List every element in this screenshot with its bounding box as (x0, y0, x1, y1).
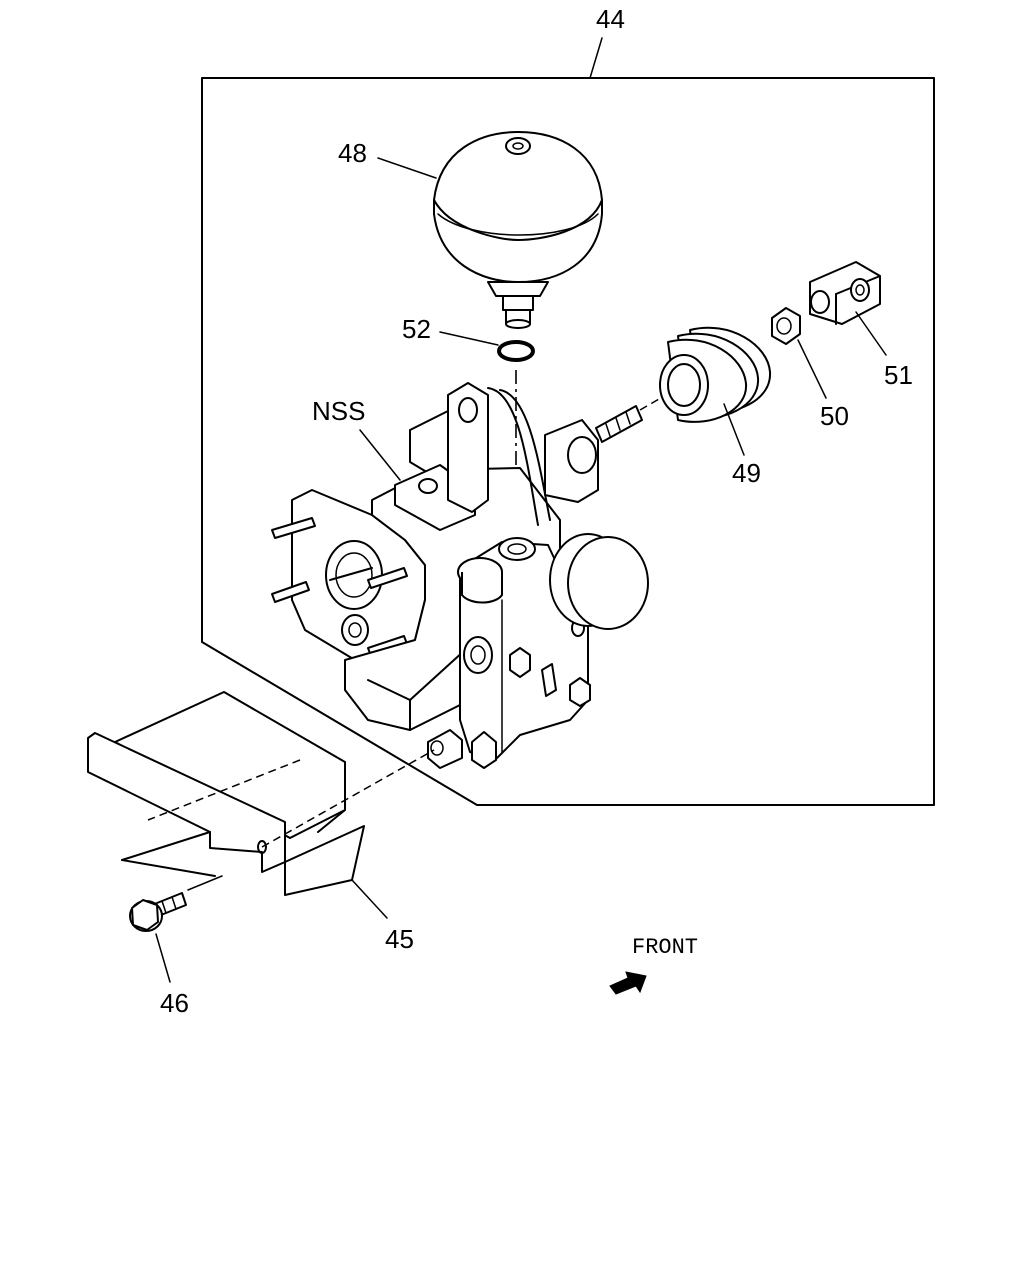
leader-nss (359, 429, 401, 481)
hydraulic-unit-body (271, 382, 649, 769)
callout-51: 51 (884, 360, 913, 390)
leader-52 (439, 331, 499, 346)
callout-nss: NSS (312, 396, 365, 426)
callout-48: 48 (338, 138, 367, 168)
callout-50: 50 (820, 401, 849, 431)
leader-49 (723, 403, 745, 456)
center-line-bolt (261, 749, 435, 848)
callout-49: 49 (732, 458, 761, 488)
front-label: FRONT (632, 935, 698, 960)
center-line-bracket (147, 759, 301, 821)
bolt (129, 892, 187, 932)
callout-45: 45 (385, 924, 414, 954)
leader-50 (797, 339, 827, 399)
leader-51 (855, 311, 887, 356)
o-ring (497, 340, 535, 362)
leader-45 (351, 879, 388, 919)
callout-46: 46 (160, 988, 189, 1018)
rubber-boot (659, 326, 772, 423)
accumulator-sphere (433, 131, 603, 329)
nut (771, 307, 801, 345)
leader-48 (377, 157, 437, 179)
center-line-rod (639, 394, 667, 411)
clevis (809, 261, 881, 325)
front-arrow-icon (609, 971, 647, 995)
callout-52: 52 (402, 314, 431, 344)
assembly-boundary (201, 77, 935, 806)
leader-46 (155, 933, 171, 983)
center-line-bolt-lower (187, 875, 223, 891)
leader-44 (589, 37, 603, 79)
mounting-bracket (87, 691, 365, 896)
callout-44: 44 (596, 4, 625, 34)
